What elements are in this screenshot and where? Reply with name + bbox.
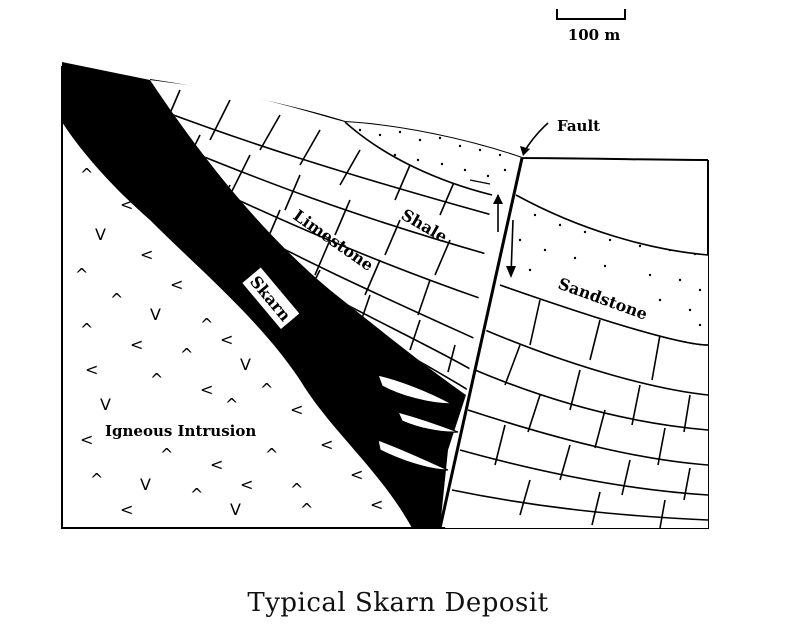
svg-text:<: < xyxy=(85,360,98,379)
svg-text:<: < xyxy=(120,500,133,519)
svg-text:<: < xyxy=(370,495,383,514)
svg-text:^: ^ xyxy=(265,445,278,464)
svg-text:^: ^ xyxy=(110,290,123,309)
label-igneous-intrusion: Igneous Intrusion xyxy=(105,422,256,440)
svg-text:<: < xyxy=(320,435,333,454)
svg-text:<: < xyxy=(130,335,143,354)
svg-text:^: ^ xyxy=(200,315,213,334)
fault-pointer-arrow xyxy=(523,122,549,153)
fault-line xyxy=(438,122,549,529)
svg-text:<: < xyxy=(220,330,233,349)
svg-text:<: < xyxy=(210,455,223,474)
svg-text:^: ^ xyxy=(160,445,173,464)
svg-text:V: V xyxy=(150,305,161,324)
svg-text:<: < xyxy=(140,245,153,264)
figure-title: Typical Skarn Deposit xyxy=(247,588,549,618)
svg-text:<: < xyxy=(290,400,303,419)
svg-text:^: ^ xyxy=(80,320,93,339)
svg-text:<: < xyxy=(240,475,253,494)
svg-text:V: V xyxy=(140,475,151,494)
limestone-lenses-in-skarn xyxy=(377,374,459,471)
svg-text:V: V xyxy=(100,395,111,414)
igneous-intrusion-body: ^<V <^< ^V^ ^<^ <V< ^<^ V^< <^< ^<^ V^< … xyxy=(75,165,383,519)
scale-bar: 100 m xyxy=(556,9,626,44)
svg-text:^: ^ xyxy=(190,485,203,504)
svg-text:V: V xyxy=(95,225,106,244)
svg-text:<: < xyxy=(170,275,183,294)
svg-text:^: ^ xyxy=(300,500,313,519)
svg-text:^: ^ xyxy=(290,480,303,499)
label-fault: Fault xyxy=(557,117,600,135)
svg-text:^: ^ xyxy=(90,470,103,489)
svg-text:V: V xyxy=(230,500,241,519)
svg-text:^: ^ xyxy=(180,345,193,364)
svg-text:<: < xyxy=(350,465,363,484)
scale-bar-label: 100 m xyxy=(568,26,621,44)
svg-text:<: < xyxy=(80,430,93,449)
svg-text:^: ^ xyxy=(225,395,238,414)
svg-text:^: ^ xyxy=(260,380,273,399)
svg-text:<: < xyxy=(200,380,213,399)
svg-text:^: ^ xyxy=(150,370,163,389)
svg-text:V: V xyxy=(240,355,251,374)
svg-text:^: ^ xyxy=(80,165,93,184)
svg-text:^: ^ xyxy=(75,265,88,284)
